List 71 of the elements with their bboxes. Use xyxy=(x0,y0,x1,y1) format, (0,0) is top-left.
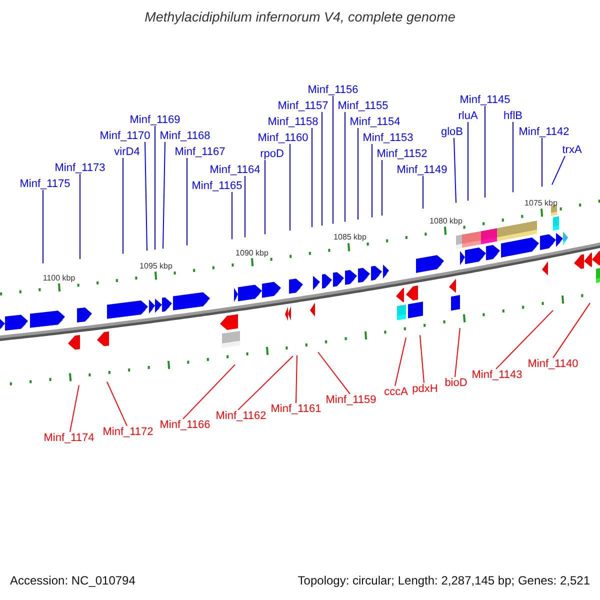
gene-label: Minf_1168 xyxy=(160,130,210,142)
leader-line xyxy=(332,96,334,224)
scale-label: 1085 kbp xyxy=(334,234,366,243)
gene-label: pdxH xyxy=(412,382,438,396)
leader-line xyxy=(70,384,80,432)
gene-label: Minf_1167 xyxy=(174,146,226,158)
gene-label: rluA xyxy=(458,110,478,122)
gene-label: Minf_1162 xyxy=(216,410,266,422)
gene-label: Minf_1149 xyxy=(396,164,448,176)
scale-label: 1090 kbp xyxy=(236,249,268,258)
leader-line xyxy=(512,122,514,193)
gene-label: bioD xyxy=(444,376,468,390)
gene-label: Minf_1140 xyxy=(528,358,578,370)
gene-label: Minf_1169 xyxy=(130,114,180,126)
gene-label: Minf_1156 xyxy=(308,84,358,96)
leader-line xyxy=(552,156,566,186)
gene-label: Minf_1173 xyxy=(54,162,106,174)
gene-label: Minf_1160 xyxy=(258,132,308,144)
leader-line xyxy=(318,352,350,394)
leader-line xyxy=(422,176,424,210)
footer-text: Accession: NC_010794 xyxy=(10,574,136,588)
leader-line xyxy=(42,190,44,264)
footer-text: Topology: circular; Length: 2,287,145 bp; Genes: 2,521 xyxy=(298,574,590,588)
gene-label: Minf_1166 xyxy=(160,418,210,432)
leader-line xyxy=(186,158,188,246)
leader-line xyxy=(122,158,124,254)
gene-label: Minf_1164 xyxy=(210,164,260,176)
leader-line xyxy=(182,364,236,420)
leader-line xyxy=(552,302,590,358)
gene-label: Minf_1152 xyxy=(376,148,428,160)
leader-line xyxy=(484,106,486,198)
leader-line xyxy=(162,142,166,250)
gene-label: Minf_1159 xyxy=(326,394,376,406)
gene-label: Minf_1170 xyxy=(100,130,150,142)
leader-line xyxy=(394,337,406,386)
gene-label: hflB xyxy=(504,110,522,122)
leader-line xyxy=(496,310,554,370)
gene-label: trxA xyxy=(562,144,582,156)
leader-line xyxy=(106,381,128,426)
scale-label: 1075 kbp xyxy=(524,200,558,209)
scale-label: 1100 kbp xyxy=(42,274,76,284)
gene-label: Minf_1145 xyxy=(460,94,510,106)
leader-line xyxy=(296,354,298,404)
leader-line xyxy=(454,138,456,204)
gene-label: Minf_1174 xyxy=(44,432,94,444)
gene-label: cccA xyxy=(384,386,408,398)
leader-line xyxy=(344,112,346,222)
gene-label: Minf_1153 xyxy=(362,132,414,144)
leader-line xyxy=(154,126,156,250)
gene-label: Minf_1165 xyxy=(192,180,242,192)
gene-label: Minf_1154 xyxy=(350,116,400,128)
scale-label: 1095 kbp xyxy=(140,262,172,272)
leader-line xyxy=(238,356,294,410)
gene-label: gloB xyxy=(440,126,464,138)
gene-label: Minf_1158 xyxy=(268,116,318,128)
gene-label: Minf_1142 xyxy=(518,126,570,138)
gene-label: Minf_1161 xyxy=(270,402,322,416)
leader-line xyxy=(454,328,460,378)
scale-label: 1080 kbp xyxy=(430,218,462,226)
gene-label: Minf_1157 xyxy=(278,100,328,112)
leader-line xyxy=(264,160,266,235)
gene-label: virD4 xyxy=(114,146,140,158)
title: Methylacidiphilum infernorum V4, complete genome xyxy=(144,10,456,26)
gene-label: rpoD xyxy=(260,148,284,160)
leader-line xyxy=(420,334,424,384)
leader-line xyxy=(144,142,148,252)
gene-label: Minf_1172 xyxy=(102,426,154,438)
gene-label: Minf_1155 xyxy=(338,100,388,112)
gene-label: Minf_1143 xyxy=(472,368,522,382)
leader-line xyxy=(244,176,246,238)
gene-label: Minf_1175 xyxy=(20,178,70,190)
